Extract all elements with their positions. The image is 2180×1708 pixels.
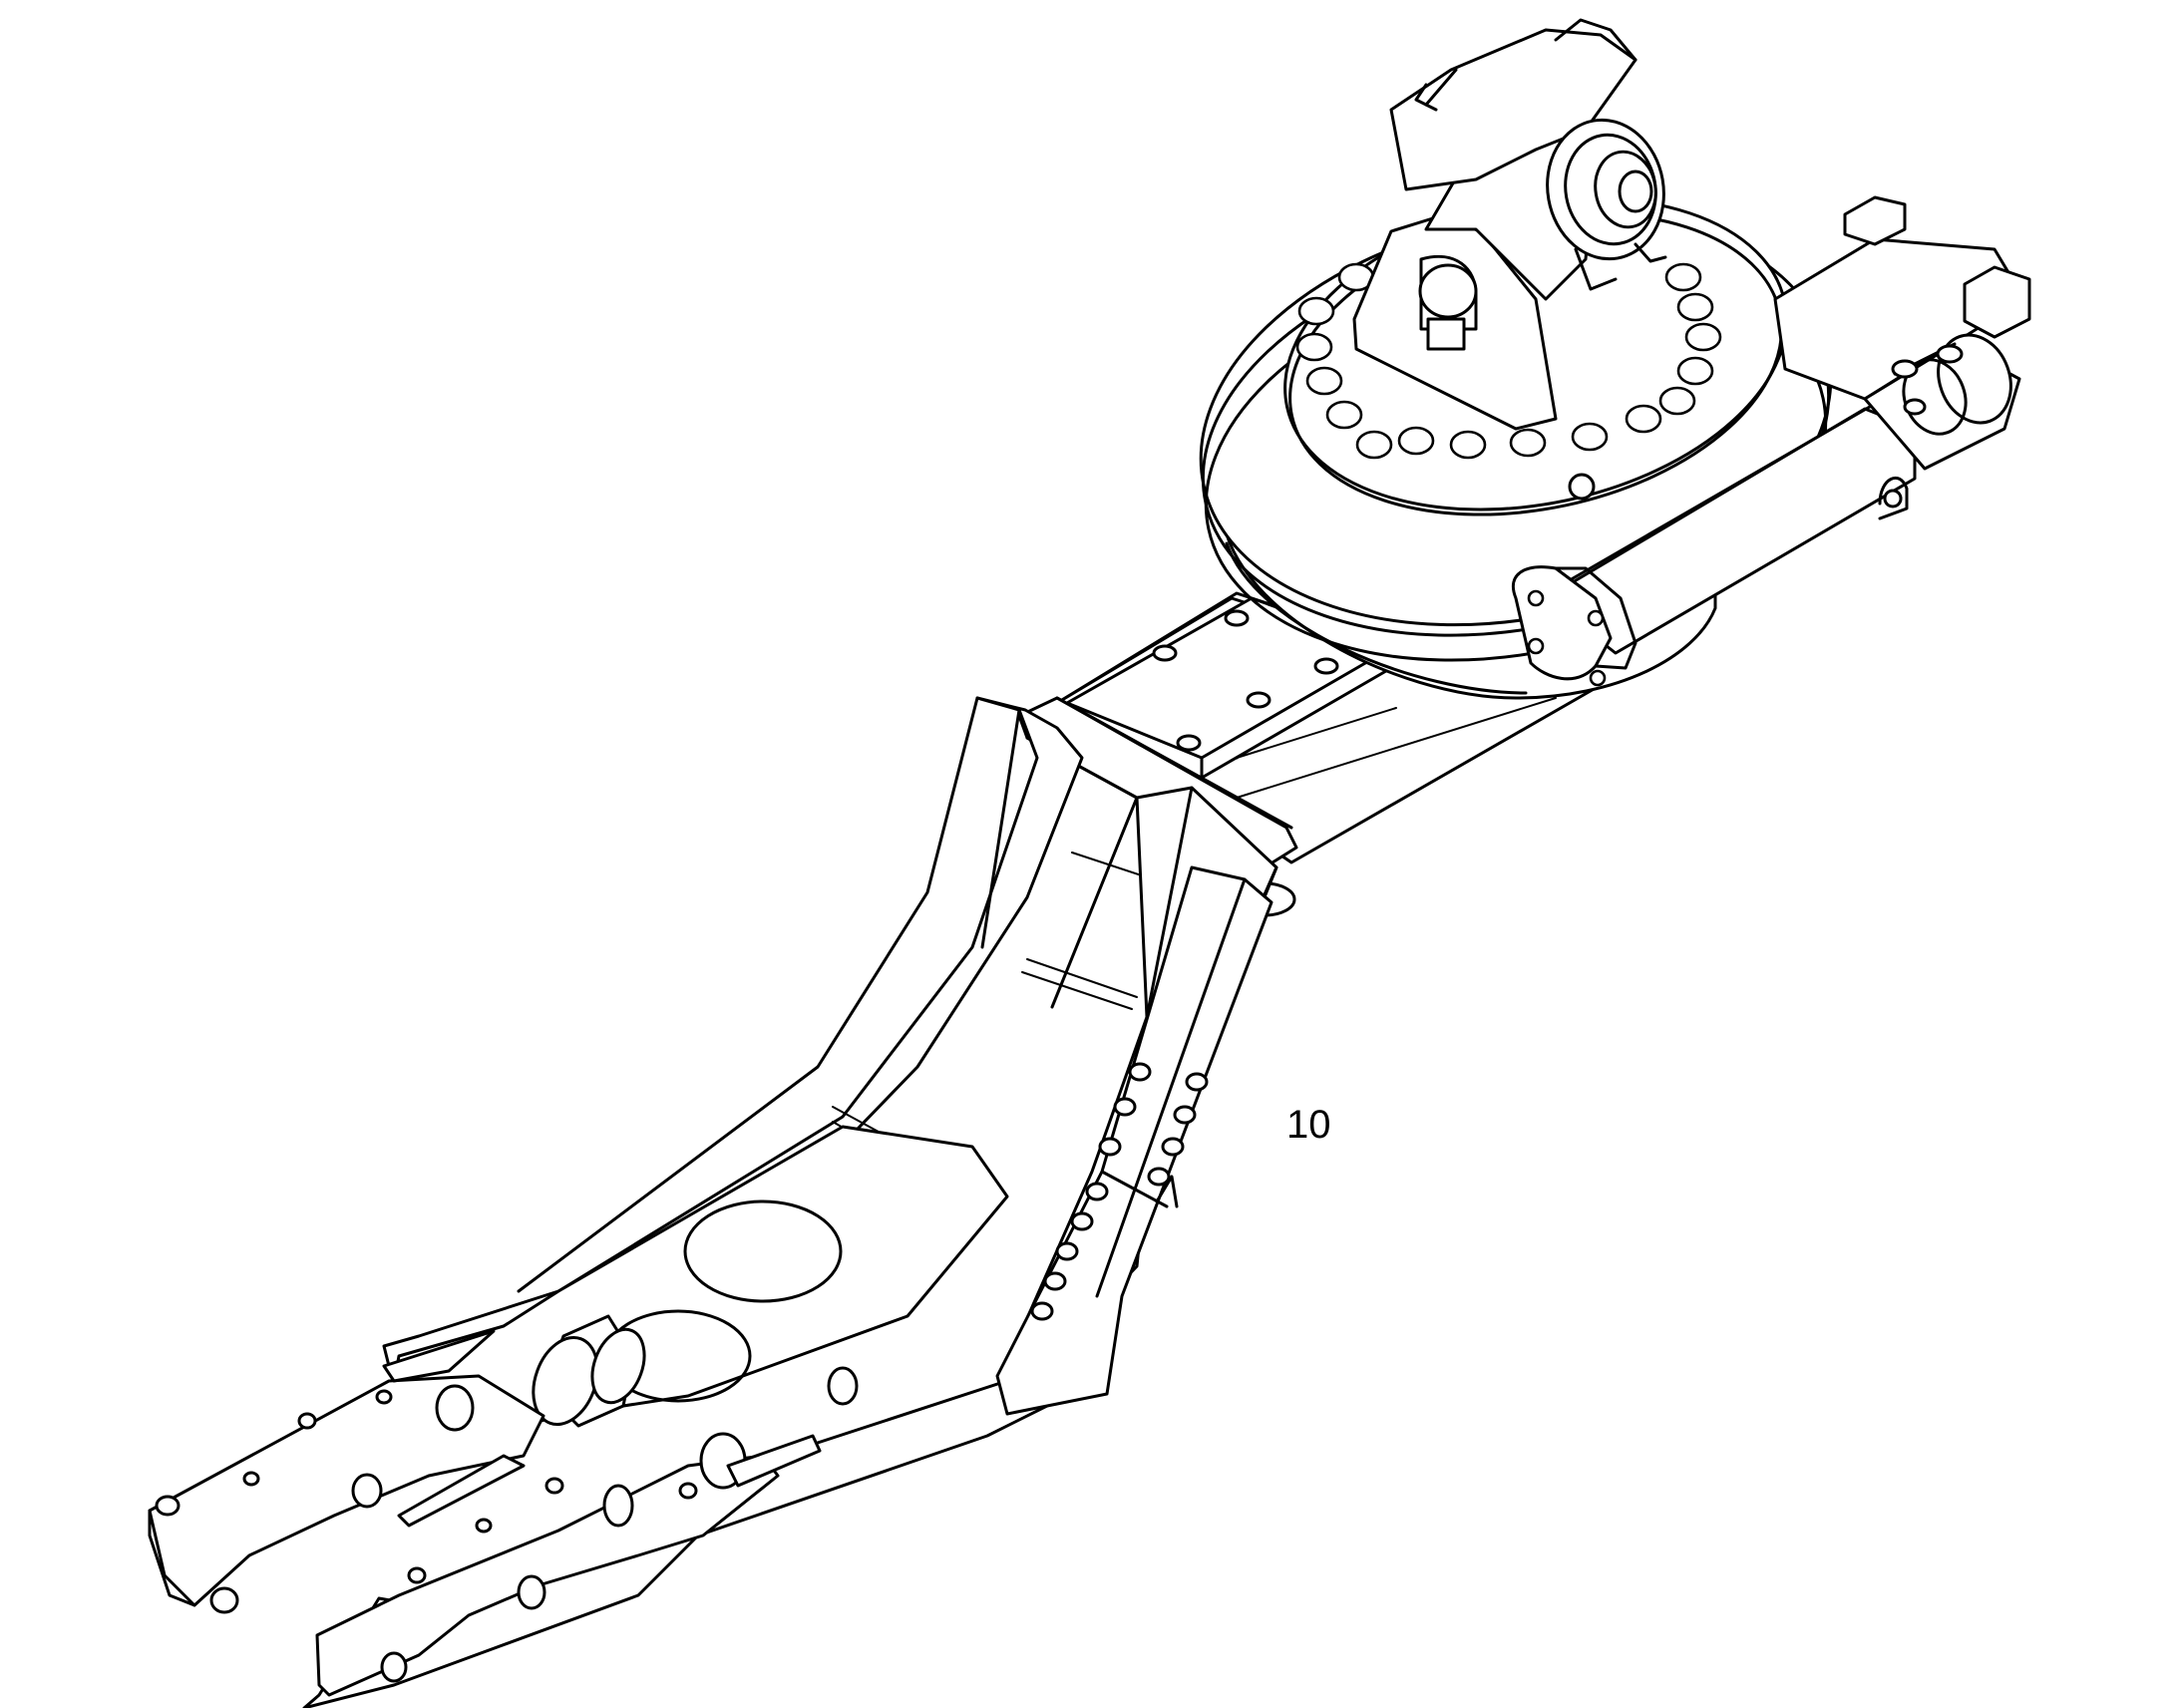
end-cap <box>1512 565 1637 687</box>
pin-cylinder <box>532 1314 646 1428</box>
callout-label: 10 <box>1286 1103 1331 1147</box>
front-plate <box>995 865 1273 1416</box>
right-housing <box>1544 195 2031 655</box>
right-fork-plate <box>315 1366 859 1697</box>
mounting-plate <box>1065 596 1393 780</box>
left-fork-plate <box>148 1374 545 1614</box>
fork-bracket <box>382 1329 526 1528</box>
pivot-bracket <box>1352 18 1637 431</box>
hose-fitting <box>699 1432 822 1490</box>
hub-nut <box>1546 118 1667 291</box>
